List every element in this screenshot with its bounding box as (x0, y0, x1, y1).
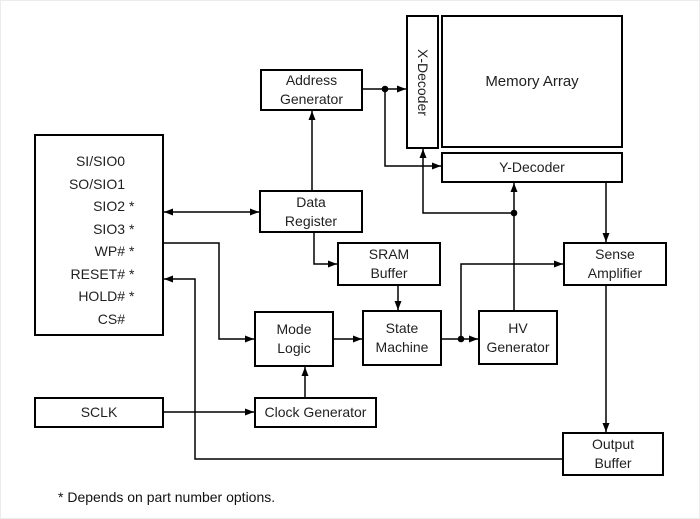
arrowhead-into-addressgenerator (308, 111, 316, 120)
arrowhead-into-io-return (164, 275, 173, 283)
io-signal-name: WP# (94, 243, 125, 259)
connector-hvgenerator-xdecoder (422, 149, 514, 214)
io-signal-asterisk (125, 308, 142, 331)
arrowhead-into-srambuffer (328, 260, 337, 268)
io-signal-name: SIO2 (93, 198, 125, 214)
arrowhead-into-ydecoder-bottom (510, 183, 518, 192)
block-output-buffer: Output Buffer (562, 432, 664, 476)
io-signal-asterisk: * (129, 198, 135, 214)
block-sense-amplifier: Sense Amplifier (563, 242, 667, 286)
io-signal-name: SO/SIO1 (68, 175, 125, 192)
junction-dot (510, 209, 518, 217)
io-signal-name: CS# (97, 310, 125, 327)
junction-dot (457, 335, 465, 343)
arrowhead-into-clockgenerator (245, 408, 254, 416)
block-label-sram-buffer: SRAM Buffer (368, 246, 410, 281)
arrowhead-into-modelogic-bottom (301, 367, 309, 376)
io-signal-row: HOLD#* (36, 285, 142, 308)
block-label-state-machine: State Machine (375, 320, 429, 355)
junction-dot (381, 85, 389, 93)
arrowhead-into-io-left (164, 208, 173, 216)
io-signal-row: RESET#* (36, 263, 142, 286)
connector-io-modelogic (164, 242, 254, 340)
arrowhead-into-xdecoder-left (397, 85, 406, 93)
arrowhead-into-senseamplifier-top (602, 233, 610, 242)
io-signal-asterisk: * (129, 288, 135, 304)
io-signal-name: SIO3 (93, 220, 125, 237)
arrowhead-into-senseamplifier-left (554, 260, 563, 268)
block-label-mode-logic: Mode Logic (276, 321, 312, 356)
block-label-sense-amplifier: Sense Amplifier (587, 246, 643, 281)
block-label-sclk: SCLK (80, 404, 118, 420)
arrowhead-into-modelogic-left (245, 335, 254, 343)
io-signal-row: WP#* (36, 240, 142, 263)
block-label-data-register: Data Register (284, 193, 338, 229)
io-signal-asterisk (125, 173, 142, 196)
arrowhead-into-statemachine-left (353, 335, 362, 343)
io-signal-asterisk: * (129, 220, 135, 237)
block-data-register: Data Register (259, 190, 363, 233)
arrowhead-into-ydecoder-left (432, 162, 441, 170)
arrowhead-into-xdecoder-bottom (419, 149, 427, 158)
io-signal-row: SO/SIO1 (36, 173, 142, 196)
io-signal-name: RESET# (70, 265, 125, 282)
block-label-address-generator: Address Generator (279, 72, 344, 107)
block-x-decoder: X-Decoder (406, 15, 439, 149)
block-mode-logic: Mode Logic (254, 311, 334, 367)
block-label-output-buffer: Output Buffer (591, 436, 635, 471)
io-signal-name: SI/SIO0 (75, 153, 125, 169)
block-memory-array: Memory Array (441, 15, 623, 148)
block-label-x-decoder: X-Decoder (415, 48, 431, 116)
io-signal-row: CS# (36, 308, 142, 331)
arrowhead-into-hvgenerator (469, 335, 478, 343)
io-signal-row: SIO2* (36, 195, 142, 218)
block-hv-generator: HV Generator (478, 310, 558, 365)
block-label-clock-generator: Clock Generator (264, 404, 367, 420)
footnote: * Depends on part number options. (58, 489, 276, 505)
io-signal-row: SIO3* (36, 218, 142, 241)
connector-statemachine-senseamplifier (460, 263, 563, 339)
io-signal-asterisk: * (129, 243, 135, 259)
block-sclk: SCLK (34, 397, 164, 428)
arrowhead-into-dataregister (250, 208, 259, 216)
block-clock-generator: Clock Generator (254, 397, 377, 428)
arrowhead-into-statemachine-top (394, 301, 402, 310)
block-label-memory-array: Memory Array (485, 73, 579, 90)
block-sram-buffer: SRAM Buffer (337, 242, 441, 286)
io-signal-asterisk: * (129, 265, 135, 282)
io-signal-name: HOLD# (78, 288, 125, 304)
block-label-hv-generator: HV Generator (486, 319, 550, 355)
io-signal-row: SI/SIO0 (36, 150, 142, 173)
connector-dataregister-srambuffer (313, 233, 337, 265)
block-y-decoder: Y-Decoder (441, 152, 623, 183)
block-label-y-decoder: Y-Decoder (499, 159, 565, 175)
io-signal-asterisk (125, 150, 142, 173)
arrowhead-into-outputbuffer (602, 423, 610, 432)
connector-outputbuffer-io (164, 278, 562, 460)
block-address-generator: Address Generator (260, 69, 363, 111)
block-state-machine: State Machine (362, 310, 442, 366)
